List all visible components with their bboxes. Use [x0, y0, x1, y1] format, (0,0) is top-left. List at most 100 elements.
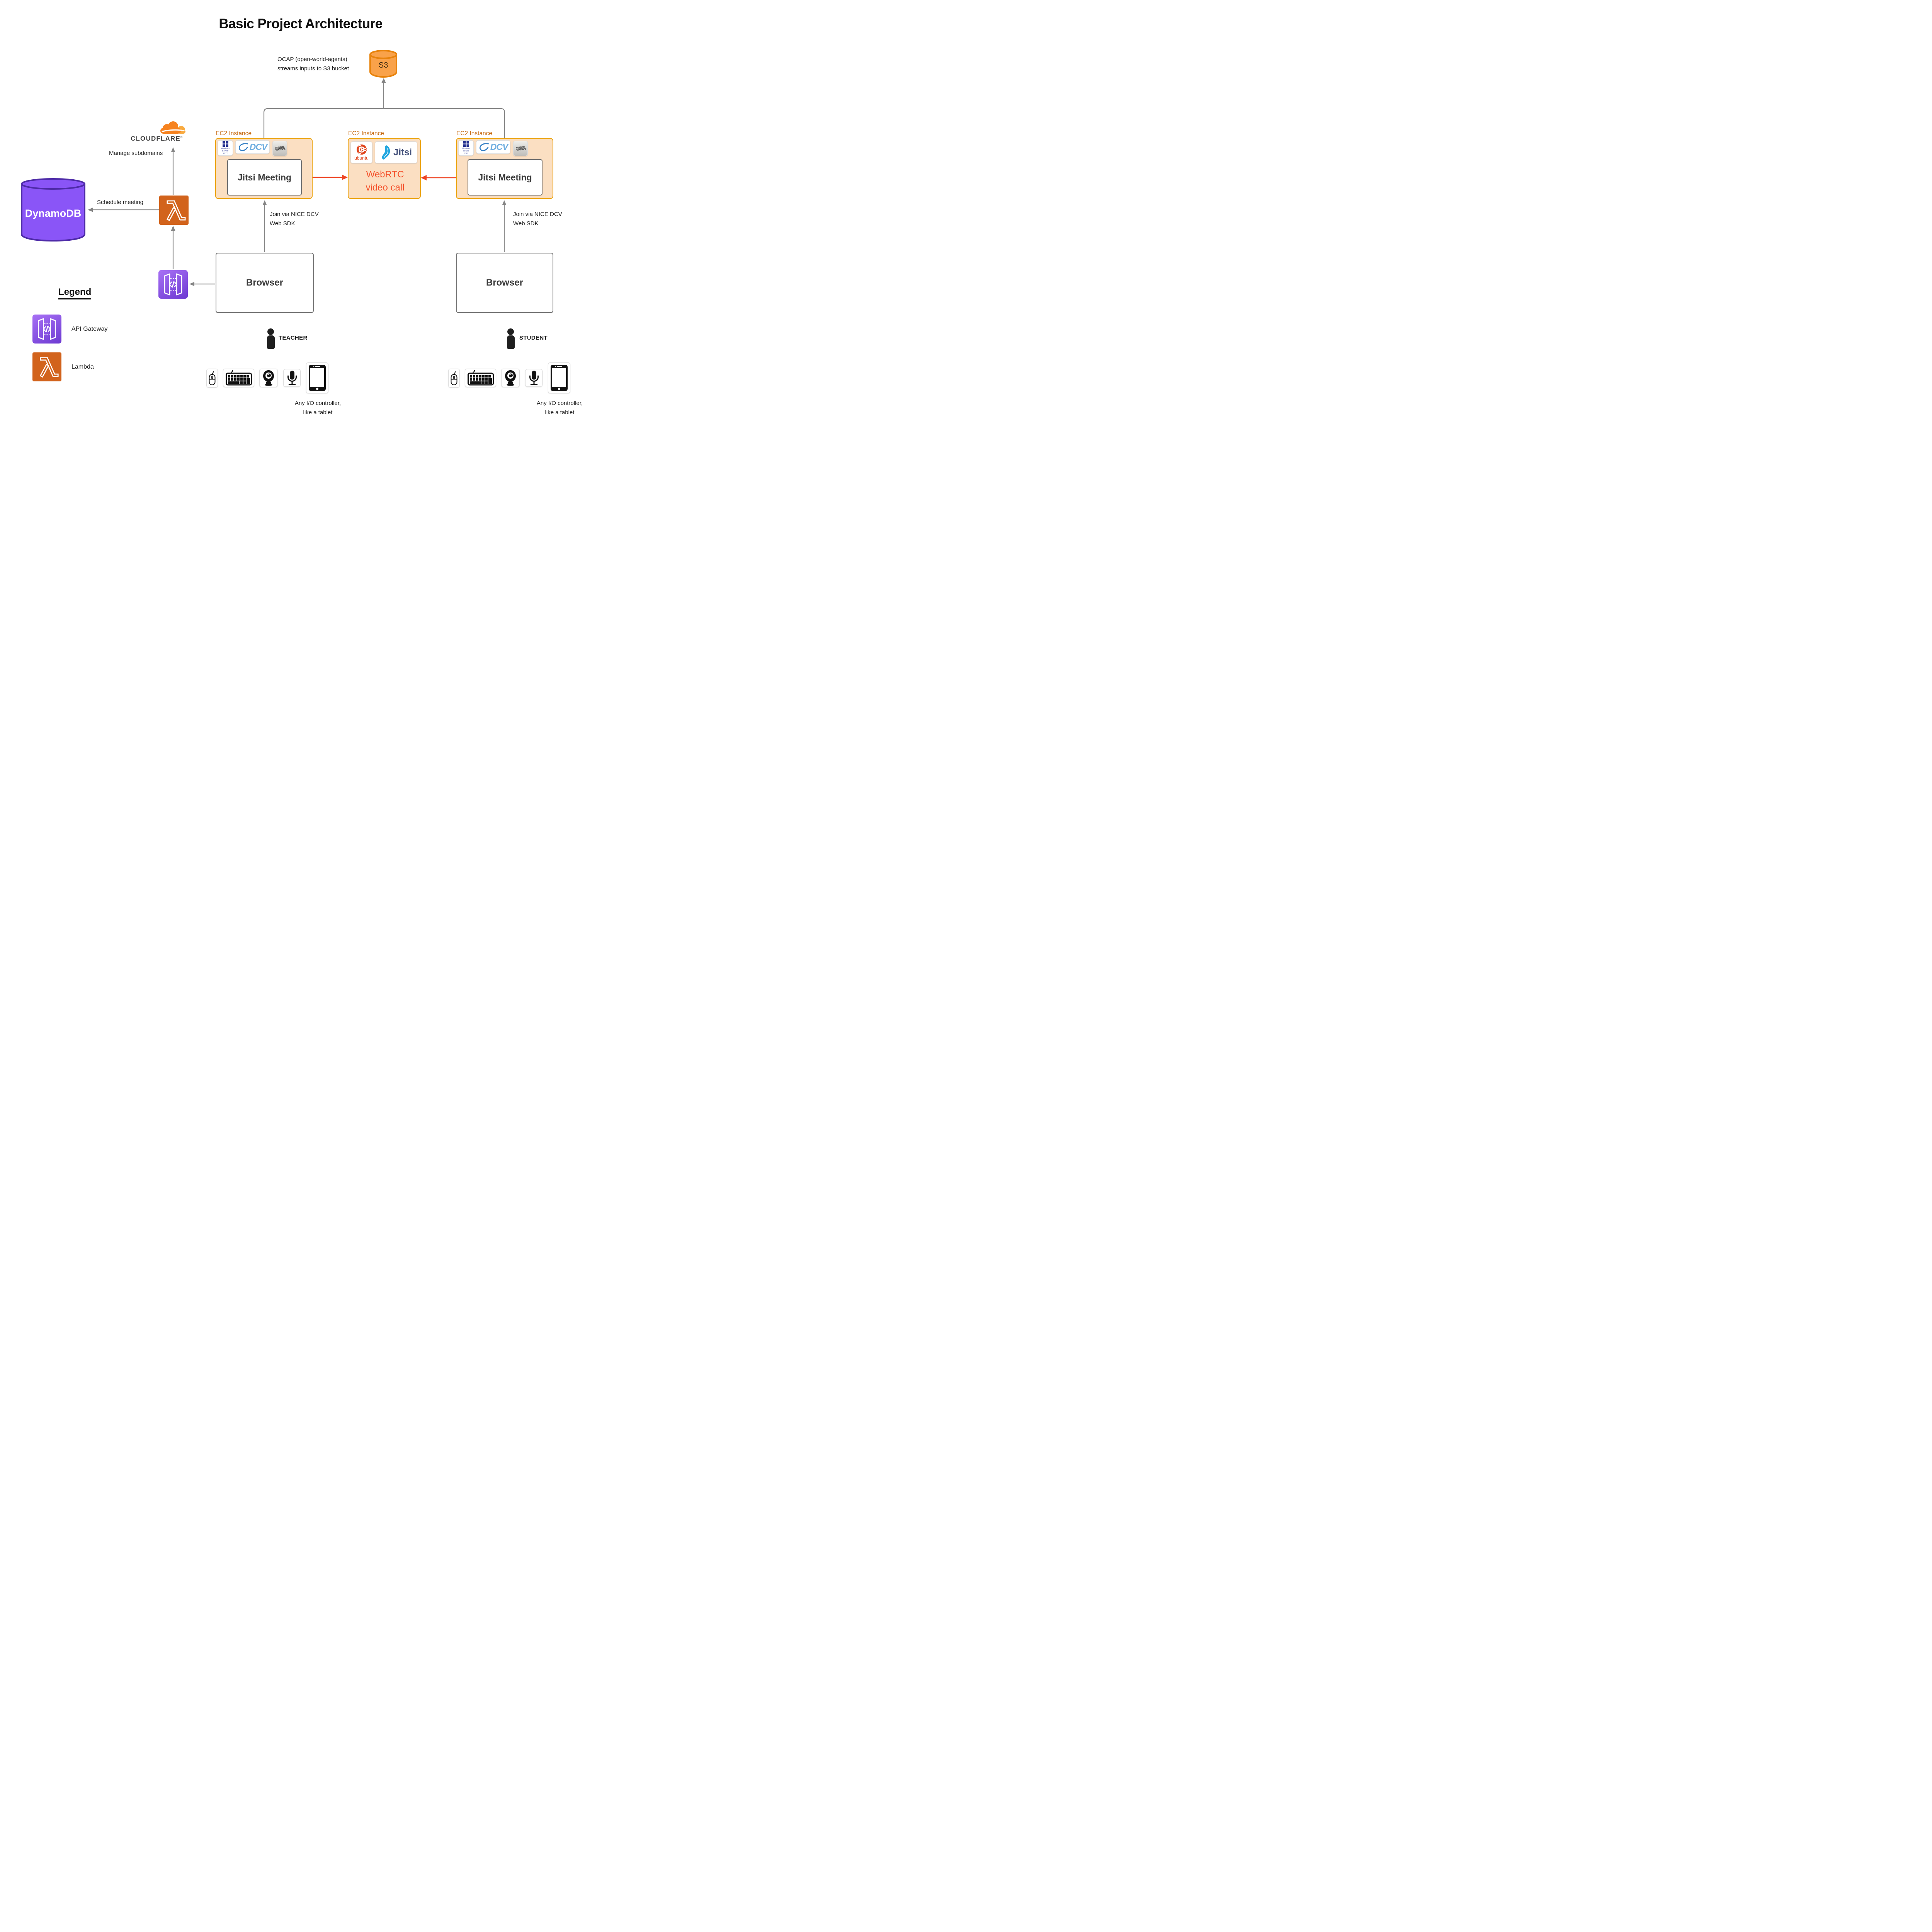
jitsi-meeting-left-box: Jitsi Meeting	[227, 159, 302, 196]
cloudflare-logo: CLOUDFLARE®	[131, 121, 192, 142]
browser-left-label: Browser	[246, 277, 284, 288]
dcv-swoosh-icon	[479, 143, 489, 151]
keyboard-icon	[223, 369, 254, 387]
diagram-canvas: Basic Project Architecture OCAP (open-wo…	[0, 0, 601, 433]
microphone-icon	[283, 369, 301, 387]
webrtc-right-arrowhead	[421, 175, 427, 180]
s3-label: S3	[378, 61, 388, 70]
windows-server-chip: Windows Server 2022	[218, 140, 233, 156]
jitsi-chip: Jitsi	[375, 141, 417, 163]
windows-server-chip: Windows Server 2022	[458, 140, 474, 156]
ec2-right-tag: EC2 Instance	[456, 130, 493, 137]
webrtc-line1: WebRTC	[366, 169, 404, 180]
legend-heading-wrap: Legend	[58, 287, 92, 299]
ec2-right-box: Windows Server 2022 DCV OWA Jitsi Meetin…	[456, 138, 553, 199]
webrtc-left-arrowhead	[342, 175, 348, 180]
cloudflare-wordmark: CLOUDFLARE	[131, 135, 181, 142]
dynamodb-label: DynamoDB	[25, 207, 82, 219]
dcv-label: DCV	[490, 142, 509, 152]
teacher-label: TEACHER	[279, 335, 308, 341]
cloudflare-arrowhead	[171, 147, 175, 152]
dcv-swoosh-icon	[238, 143, 248, 151]
windows-icon	[222, 141, 228, 147]
page-title: Basic Project Architecture	[219, 16, 383, 31]
join-note-left: Join via NICE DCV Web SDK	[270, 210, 319, 228]
api-gateway-glyph	[164, 273, 182, 296]
student-person-body	[507, 335, 515, 349]
schedule-meeting-label: Schedule meeting	[97, 199, 144, 206]
join-note-right-line2: Web SDK	[513, 220, 539, 227]
lambda-glyph	[39, 357, 59, 378]
windows-label-line1: Windows Server	[461, 147, 471, 153]
tablet-icon	[548, 362, 570, 393]
teacher-person-body	[267, 335, 275, 349]
registered-mark: ®	[180, 136, 183, 139]
owa-chip: OWA	[272, 141, 287, 156]
io-note-line1: Any I/O controller,	[294, 400, 341, 406]
browser-left-box: Browser	[216, 253, 314, 313]
lambda-arrowhead	[171, 226, 175, 231]
lambda-icon	[32, 352, 61, 381]
api-gateway-icon	[32, 315, 61, 344]
io-note-line1: Any I/O controller,	[536, 400, 583, 406]
join-note-right: Join via NICE DCV Web SDK	[513, 210, 562, 228]
s3-cylinder-icon	[369, 50, 397, 78]
io-note-line2: like a tablet	[545, 409, 575, 416]
mouse-icon	[206, 369, 218, 388]
jitsi-meeting-right-box: Jitsi Meeting	[468, 159, 543, 196]
join-right-arrowhead	[502, 200, 507, 205]
lambda-icon	[159, 196, 189, 225]
legend-heading: Legend	[58, 287, 92, 299]
ec2-mid-box: ubuntu Jitsi WebRTC video call	[348, 138, 421, 199]
teacher-person-icon	[267, 328, 274, 335]
jitsi-flame-icon	[382, 145, 390, 160]
dcv-chip: DCV	[235, 140, 270, 154]
student-io-note: Any I/O controller, like a tablet	[524, 399, 595, 417]
ubuntu-label: ubuntu	[354, 155, 369, 161]
legend-api-gateway-label: API Gateway	[71, 326, 108, 332]
s3-cylinder: S3	[368, 49, 398, 79]
ec2-mid-tag: EC2 Instance	[348, 130, 384, 137]
webcam-icon	[259, 369, 278, 387]
join-left-arrowhead	[262, 200, 267, 205]
dynamo-arrowhead	[88, 207, 93, 212]
windows-icon	[463, 141, 469, 147]
io-note-line2: like a tablet	[303, 409, 333, 416]
cloudflare-wordmark-row: CLOUDFLARE®	[131, 135, 182, 143]
dcv-chip: DCV	[476, 140, 510, 154]
owa-label: OWA	[515, 145, 526, 152]
dcv-label: DCV	[249, 142, 268, 152]
api-gateway-glyph	[38, 318, 56, 340]
tablet-icon	[306, 362, 328, 393]
mouse-icon	[448, 369, 460, 388]
windows-label-line2: 2022	[223, 152, 228, 155]
jitsi-meeting-right-label: Jitsi Meeting	[478, 172, 532, 182]
s3-note-line1: OCAP (open-world-agents)	[277, 56, 347, 63]
webrtc-line2: video call	[366, 182, 405, 193]
microphone-icon	[525, 369, 543, 387]
legend-lambda-label: Lambda	[71, 364, 94, 370]
apigw-arrowhead	[189, 282, 194, 286]
owa-chip: OWA	[513, 141, 528, 156]
s3-note: OCAP (open-world-agents) streams inputs …	[277, 55, 349, 73]
join-note-left-line1: Join via NICE DCV	[270, 211, 319, 218]
jitsi-meeting-left-label: Jitsi Meeting	[237, 172, 292, 182]
student-person-icon	[507, 328, 514, 335]
lambda-glyph	[166, 200, 186, 221]
ubuntu-icon	[356, 144, 367, 155]
manage-subdomains-label: Manage subdomains	[109, 150, 163, 156]
ec2-left-tag: EC2 Instance	[216, 130, 252, 137]
browser-right-box: Browser	[456, 253, 553, 313]
s3-note-line2: streams inputs to S3 bucket	[277, 65, 349, 72]
join-note-left-line2: Web SDK	[270, 220, 295, 227]
ubuntu-chip: ubuntu	[350, 141, 372, 163]
dynamodb-cylinder: DynamoDB	[20, 177, 86, 242]
jitsi-label: Jitsi	[393, 147, 412, 158]
windows-label-line1: Windows Server	[221, 147, 230, 153]
windows-label-line2: 2022	[463, 152, 469, 155]
student-label: STUDENT	[519, 335, 548, 341]
join-note-right-line1: Join via NICE DCV	[513, 211, 562, 218]
ec2-left-box: Windows Server 2022 DCV OWA Jitsi Meetin…	[215, 138, 313, 199]
webrtc-label: WebRTC video call	[349, 168, 422, 194]
cloudflare-cloud-icon	[160, 121, 185, 134]
